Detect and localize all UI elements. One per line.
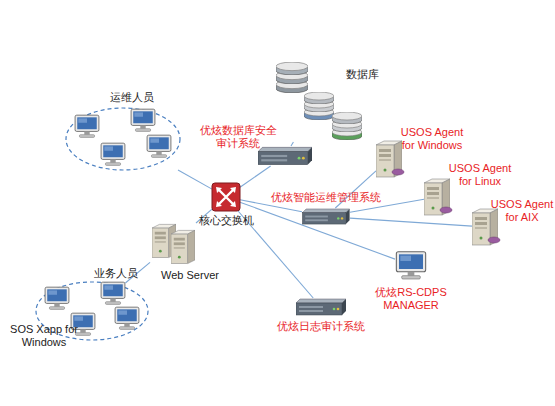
disc-icon [440,207,452,213]
computer-icon [131,109,155,131]
network-link [178,170,212,189]
network-node: 数据库 [272,60,364,142]
node-label: 运维人员 [102,91,162,104]
network-node: USOS Agent for Windows [376,140,402,178]
network-node: Web Server [150,220,196,266]
switch-arrowheads [216,187,236,207]
network-node: 优炫日志审计系统 [296,298,346,316]
node-label: 优炫日志审计系统 [273,320,369,333]
network-node: 优炫数据库安全 审计系统 [258,146,312,166]
network-node: 业务人员SOS Xapp for Windows [38,283,146,339]
switch-icon [212,183,240,211]
network-node: USOS Agent for Linux [424,178,450,216]
computer-icon [75,115,99,137]
network-node: 优炫智能运维管理系统 [302,208,350,225]
computer-icon [101,143,125,165]
node-label: Web Server [160,269,220,282]
network-node: 核心交换机 [212,183,240,211]
network-node: USOS Agent for AIX [472,208,498,246]
disc-icon [392,169,404,175]
node-label: USOS Agent for Windows [398,126,466,152]
appliance-icon [302,209,349,224]
node-label: 核心交换机 [196,214,256,227]
network-node: 运维人员 [68,108,178,170]
node-label: 优炫智能运维管理系统 [266,191,386,204]
computer-icon [115,307,139,329]
disk-icon [276,62,308,75]
link-group [125,142,472,298]
node-label: 数据库 [340,68,384,81]
computer-icon [101,282,125,304]
computer-icon [396,252,425,279]
node-label: 优炫RS-CDPS MANAGER [375,286,447,312]
disc-icon [488,237,500,243]
server-icon [171,230,195,263]
network-link [240,166,271,187]
network-link [240,202,395,259]
node-label: 业务人员 [86,267,146,280]
network-link [291,142,293,146]
disk-icon [332,112,362,124]
computer-icon [147,135,171,157]
node-label: USOS Agent for AIX [490,198,554,224]
network-link [350,218,472,226]
appliance-icon [296,299,346,315]
computer-icon [45,287,69,309]
switch-body [212,183,240,211]
appliance-icon [258,147,312,164]
node-label: USOS Agent for Linux [446,162,514,188]
network-node: 优炫RS-CDPS MANAGER [395,250,427,280]
group-outline [66,108,180,170]
switch-arrows [218,189,234,205]
node-label: SOS Xapp for Windows [8,323,80,349]
node-label: 优炫数据库安全 审计系统 [196,124,280,150]
disk-icon [304,92,334,104]
